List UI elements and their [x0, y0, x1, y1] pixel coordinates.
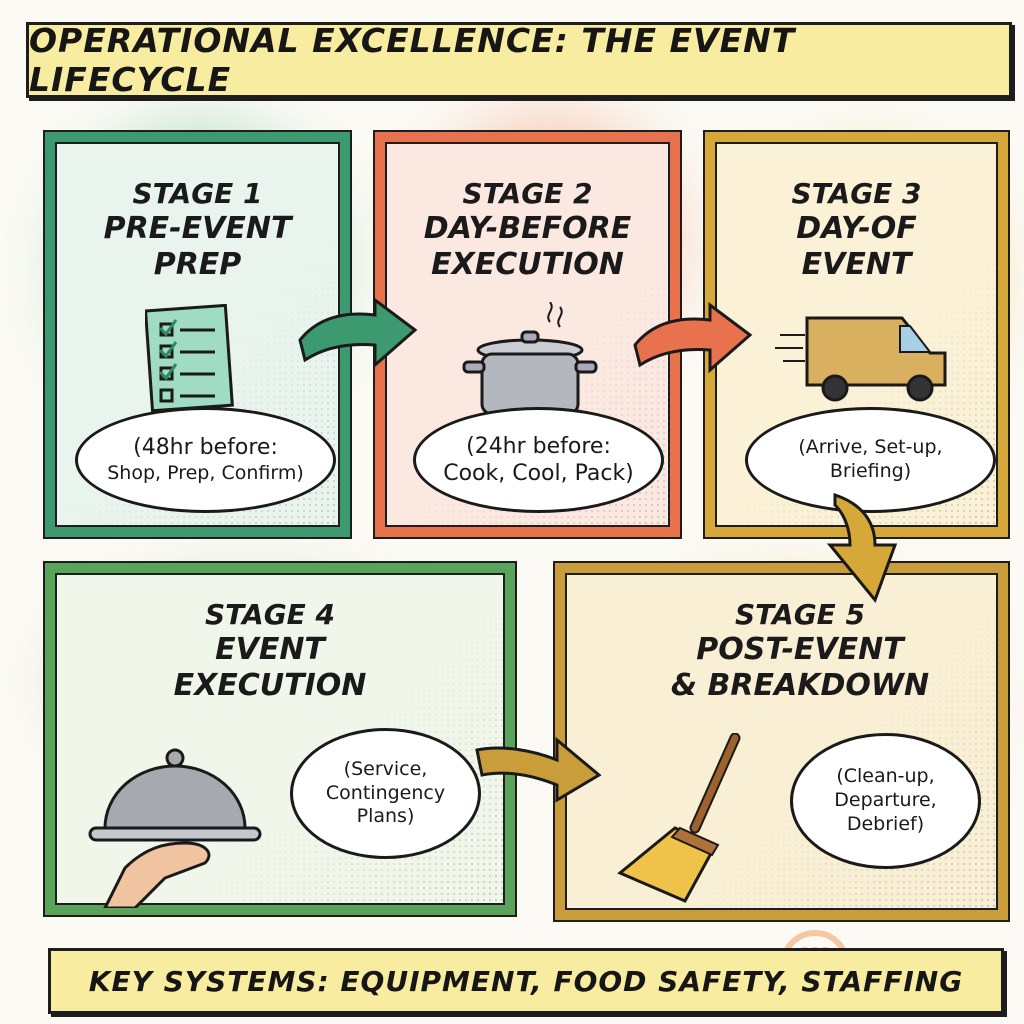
note-line: Plans) [356, 805, 415, 828]
stage-1-note-bubble: (48hr before: Shop, Prep, Confirm) [75, 407, 336, 513]
note-line: Departure, [834, 789, 937, 812]
note-line: Briefing) [829, 460, 912, 482]
stage-1-title: STAGE 1 PRE-EVENT PREP [55, 177, 340, 283]
stage-title-line: EXECUTION [431, 246, 624, 282]
note-line: Debrief) [846, 812, 925, 835]
arrow-stage3-to-stage5 [826, 492, 898, 603]
key-systems-text: KEY SYSTEMS: EQUIPMENT, FOOD SAFETY, STA… [88, 964, 964, 998]
arrow-stage1-to-stage2 [298, 297, 418, 369]
note-line: Contingency [325, 781, 446, 804]
broom-icon [617, 733, 741, 903]
stage-title-line: EVENT [801, 246, 912, 282]
stage-label: STAGE 3 [791, 177, 922, 210]
serving-cloche-icon [88, 748, 262, 908]
stage-label: STAGE 2 [462, 177, 593, 210]
stage-5-panel: STAGE 5 POST-EVENT & BREAKDOWN (Clean-up… [553, 561, 1010, 922]
note-line: Shop, Prep, Confirm) [107, 461, 304, 484]
stage-5-note-bubble: (Clean-up, Departure, Debrief) [790, 733, 981, 869]
stage-4-title: STAGE 4 EVENT EXECUTION [155, 598, 385, 704]
stage-2-note-bubble: (24hr before: Cook, Cool, Pack) [413, 407, 664, 513]
stage-1-panel: STAGE 1 PRE-EVENT PREP (48hr before: Sho… [43, 130, 352, 539]
arrow-stage4-to-stage5 [475, 736, 602, 803]
stage-4-panel: STAGE 4 EVENT EXECUTION (Service, Contin… [43, 561, 517, 917]
stage-title-line: DAY-OF [796, 210, 917, 246]
stage-title-line: EXECUTION [173, 667, 367, 703]
stage-3-note-bubble: (Arrive, Set-up, Briefing) [745, 407, 996, 513]
stage-2-title: STAGE 2 DAY-BEFORE EXECUTION [385, 177, 670, 283]
checklist-icon [145, 304, 234, 413]
footer-banner: KEY SYSTEMS: EQUIPMENT, FOOD SAFETY, STA… [48, 948, 1004, 1014]
stage-title-line: DAY-BEFORE [423, 210, 632, 246]
note-line: (24hr before: [466, 433, 611, 459]
stage-label: STAGE 5 [734, 598, 866, 631]
page-title: OPERATIONAL EXCELLENCE: THE EVENT LIFECY… [29, 21, 796, 99]
stage-title-line: PRE-EVENT [103, 210, 292, 246]
note-line: (Clean-up, [836, 765, 935, 788]
stage-label: STAGE 4 [204, 598, 336, 631]
delivery-van-icon [775, 316, 947, 402]
stage-title-line: & BREAKDOWN [670, 667, 930, 703]
cooking-pot-icon [462, 302, 598, 416]
stage-3-title: STAGE 3 DAY-OF EVENT [715, 177, 998, 283]
stage-title-line: POST-EVENT [696, 631, 904, 667]
note-line: (48hr before: [133, 435, 278, 461]
note-line: Cook, Cool, Pack) [443, 461, 634, 486]
note-line: (Service, [343, 757, 428, 780]
arrow-stage2-to-stage3 [633, 302, 753, 374]
stage-5-title: STAGE 5 POST-EVENT & BREAKDOWN [655, 598, 945, 704]
stage-title-line: EVENT [215, 631, 325, 667]
stage-2-panel: STAGE 2 DAY-BEFORE EXECUTION (24hr befor… [373, 130, 682, 539]
stage-4-note-bubble: (Service, Contingency Plans) [290, 728, 481, 859]
stage-label: STAGE 1 [132, 177, 263, 210]
stage-title-line: PREP [153, 246, 242, 282]
title-banner: OPERATIONAL EXCELLENCE: THE EVENT LIFECY… [26, 21, 1012, 99]
note-line: (Arrive, Set-up, [798, 436, 943, 459]
